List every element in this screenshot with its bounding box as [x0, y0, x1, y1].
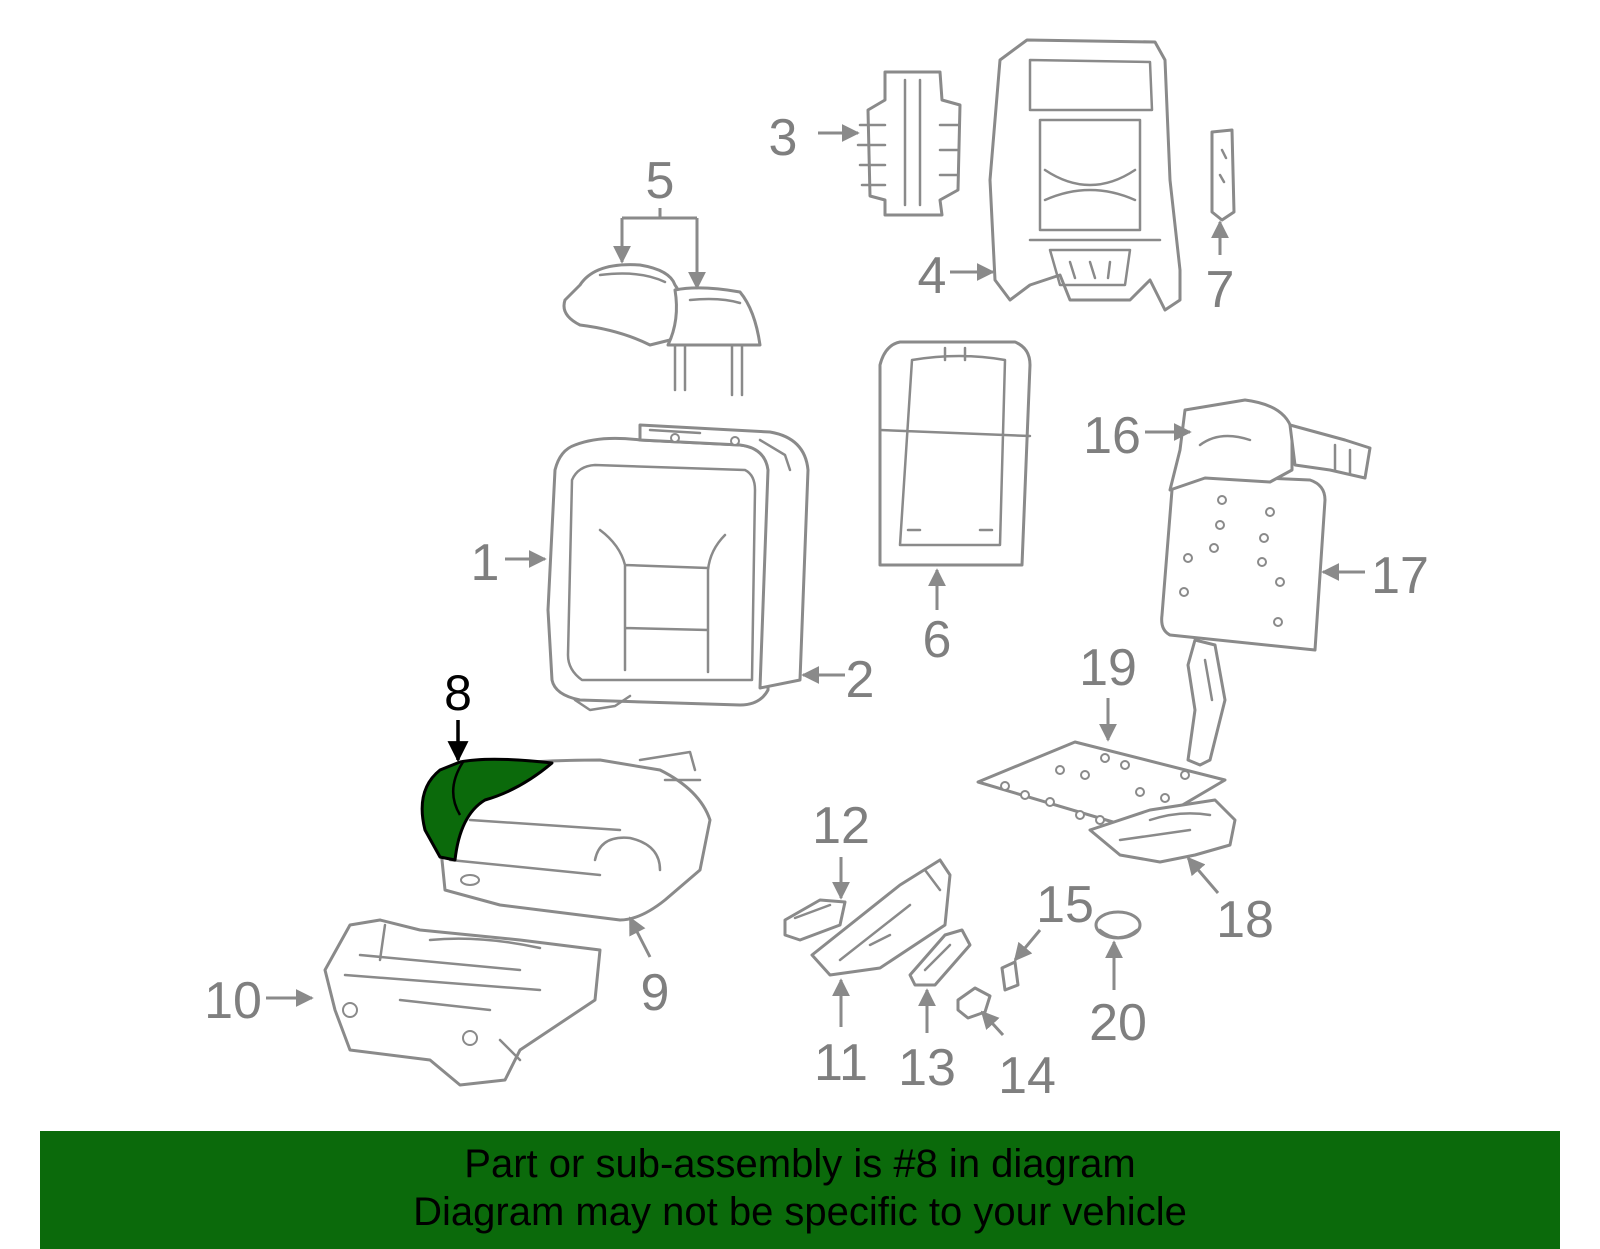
part-18-recliner-mechanism[interactable] [1088, 638, 1237, 864]
callout-7: 7 [1206, 261, 1235, 319]
callout-9: 9 [641, 964, 670, 1022]
callout-4: 4 [918, 247, 947, 305]
callout-14: 14 [998, 1047, 1056, 1105]
part-2-seatback-pad[interactable] [638, 423, 810, 690]
banner-line-disclaimer: Diagram may not be specific to your vehi… [413, 1190, 1187, 1234]
callout-15: 15 [1036, 876, 1094, 934]
banner-line-part-info: Part or sub-assembly is #8 in diagram [464, 1142, 1136, 1186]
callout-8-highlighted: 8 [444, 665, 472, 721]
part-12-switch[interactable] [783, 898, 847, 942]
callout-6: 6 [923, 611, 952, 669]
callout-20: 20 [1089, 994, 1147, 1052]
callout-11: 11 [814, 1034, 868, 1092]
leader-arrows [266, 124, 1365, 1037]
callout-1: 1 [471, 534, 500, 592]
callout-2: 2 [846, 651, 875, 709]
callout-16: 16 [1083, 407, 1141, 465]
callout-13: 13 [898, 1039, 956, 1097]
part-4-seatback-frame[interactable] [988, 38, 1182, 312]
callout-5: 5 [646, 152, 675, 210]
part-20-plug[interactable] [1094, 910, 1142, 940]
callout-labels: 3 4 7 5 6 1 2 16 17 19 18 9 10 11 12 13 … [204, 109, 1429, 1105]
seat-parts-diagram: 3 4 7 5 6 1 2 16 17 19 18 9 10 11 12 13 … [204, 38, 1429, 1105]
part-1-seatback-cover[interactable] [546, 436, 774, 712]
part-3-lumbar-support[interactable] [856, 70, 962, 217]
part-17-back-plate[interactable] [1160, 473, 1327, 652]
callout-3: 3 [769, 109, 798, 167]
callout-18: 18 [1216, 891, 1274, 949]
part-7-trim-strip[interactable] [1210, 128, 1236, 222]
part-10-seat-frame[interactable] [323, 918, 602, 1087]
part-15-clip[interactable] [1000, 960, 1020, 992]
callout-12: 12 [812, 797, 870, 855]
callout-19: 19 [1079, 639, 1137, 697]
callout-10: 10 [204, 972, 262, 1030]
part-16-upper-bracket[interactable] [1168, 398, 1372, 492]
part-13-switch-bezel[interactable] [908, 928, 972, 987]
callout-17: 17 [1371, 547, 1429, 605]
info-banner: Part or sub-assembly is #8 in diagram Di… [40, 1131, 1560, 1249]
part-8-seat-cushion-cover[interactable] [420, 757, 554, 862]
part-11-side-shield[interactable] [810, 858, 952, 977]
part-6-back-panel[interactable] [878, 340, 1032, 567]
part-5-headrests[interactable] [562, 263, 762, 397]
